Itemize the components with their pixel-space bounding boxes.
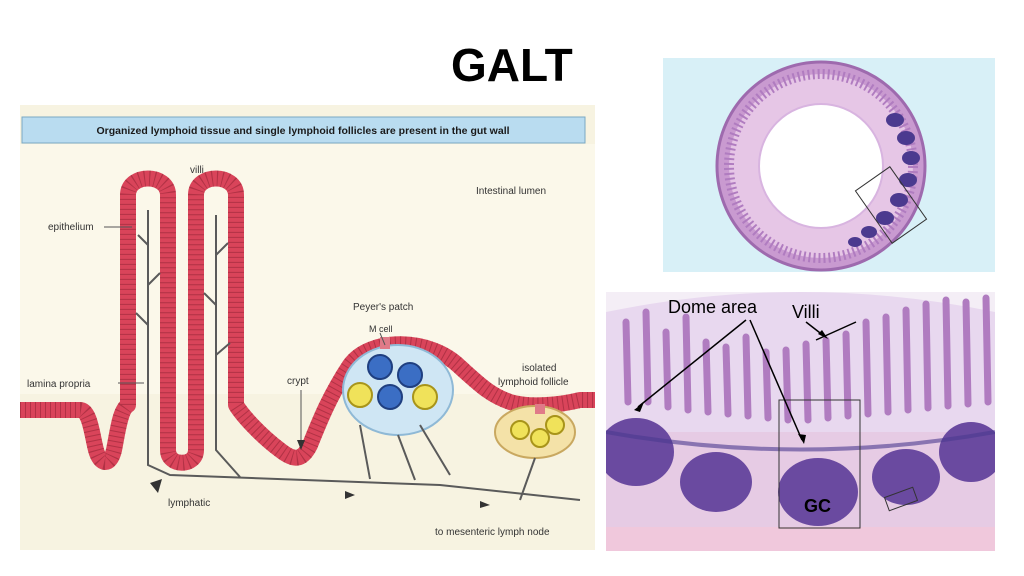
nodule-c — [778, 458, 858, 526]
isolated-follicle-nodule-3 — [545, 415, 565, 435]
lymphatic-twigs — [135, 234, 231, 356]
villus-18 — [962, 298, 972, 408]
nodule-6 — [876, 211, 894, 225]
villi-arrowhead — [818, 330, 828, 339]
villus-12 — [842, 330, 852, 420]
galt-diagram-svg: Organized lymphoid tissue and single lym… — [20, 105, 595, 550]
lymphatic-vessels — [135, 210, 581, 501]
nodule-7 — [861, 226, 877, 238]
nodule-d — [872, 449, 940, 505]
villus-13 — [862, 318, 872, 418]
label-lamina-propria: lamina propria — [27, 379, 91, 390]
villus-3 — [662, 328, 672, 411]
label-dome-area: Dome area — [668, 297, 758, 317]
villus-10 — [802, 340, 812, 424]
flow-arrow-2 — [345, 491, 355, 499]
histology-cross-section — [663, 58, 995, 272]
villus-7 — [742, 333, 752, 420]
villus-11 — [822, 336, 832, 422]
m-cell-marker — [380, 337, 390, 349]
mucosa — [606, 292, 995, 442]
label-lymphoid-follicle: lymphoid follicle — [498, 377, 569, 388]
follicle-yellow-1 — [347, 382, 373, 408]
isolated-follicle-nodule-1 — [510, 420, 530, 440]
histology-cross-section-svg — [663, 58, 995, 272]
villi-strands — [622, 294, 992, 424]
slide-title: GALT — [451, 39, 573, 91]
lumen-area — [20, 144, 595, 394]
lymphatic-branch-1 — [215, 215, 241, 478]
muscularis — [606, 527, 995, 551]
nodule-3 — [902, 151, 920, 165]
dome-band — [605, 430, 996, 452]
histology-zoom: Dome area Villi GC — [598, 292, 1003, 551]
intestine-lumen — [758, 103, 884, 229]
leader-lines — [104, 226, 386, 440]
villus-16 — [922, 300, 932, 412]
diagram-banner — [21, 116, 586, 144]
villus-4 — [682, 313, 692, 414]
villus-17 — [942, 296, 952, 410]
label-isolated: isolated — [522, 363, 556, 374]
follicle-yellow-2 — [412, 384, 438, 410]
villus-1 — [622, 318, 632, 406]
flow-arrow-1 — [150, 479, 162, 493]
arrow-heads — [634, 330, 828, 444]
leader-m-cell — [379, 332, 386, 346]
label-epithelium: epithelium — [48, 222, 94, 233]
histology-zoom-svg: Dome area Villi GC — [598, 292, 1003, 551]
flow-arrow-3 — [480, 501, 490, 508]
label-peyers-patch: Peyer's patch — [353, 302, 413, 313]
villus-5 — [702, 338, 712, 416]
villus-2 — [642, 308, 652, 406]
villus-14 — [882, 313, 892, 416]
patch-lymphatics — [359, 424, 451, 481]
nodule-1 — [886, 113, 904, 127]
villus-8 — [762, 348, 772, 422]
follicle-lymphatic — [519, 457, 536, 501]
nodule-4 — [899, 173, 917, 187]
small-zoom-box — [883, 486, 919, 512]
zoom-box — [854, 166, 928, 244]
nodule-8 — [848, 237, 862, 247]
label-m-cell: M cell — [369, 324, 393, 334]
follicle-blue-2 — [397, 362, 423, 388]
gc-zoom-box — [778, 399, 861, 529]
lymphatic-main — [147, 210, 581, 501]
nodule-2 — [897, 131, 915, 145]
label-intestinal-lumen: Intestinal lumen — [476, 186, 546, 197]
dome-arrowhead-2 — [798, 434, 806, 444]
diagram-banner-text: Organized lymphoid tissue and single lym… — [96, 125, 509, 137]
label-lymphatic: lymphatic — [168, 498, 210, 509]
galt-diagram: Organized lymphoid tissue and single lym… — [20, 105, 595, 550]
dome-arrowhead-1 — [634, 402, 644, 412]
villus-19 — [982, 294, 992, 406]
villi-pointer-line — [815, 321, 857, 341]
villus-6 — [722, 343, 732, 418]
flow-arrows — [150, 440, 490, 508]
label-villi: villi — [190, 165, 204, 176]
epithelium-band — [20, 170, 595, 471]
follicle-blue-3 — [377, 384, 403, 410]
label-mesenteric: to mesenteric lymph node — [435, 527, 550, 538]
villus-15 — [902, 306, 912, 414]
nodule-5 — [890, 193, 908, 207]
isolated-m-cell — [535, 404, 545, 414]
label-gc: GC — [804, 496, 831, 516]
dome-arrow-2 — [749, 319, 803, 441]
label-crypt: crypt — [287, 376, 309, 387]
nodule-b — [680, 452, 752, 512]
label-villi-histo: Villi — [792, 302, 820, 322]
follicle-blue-1 — [367, 354, 393, 380]
isolated-follicle-nodule-2 — [530, 428, 550, 448]
villus-9 — [782, 346, 792, 424]
dome-arrow-1 — [637, 319, 747, 408]
peyers-patch-nodules — [848, 113, 920, 247]
crypt-arrow — [297, 440, 305, 450]
annotation-arrows — [637, 319, 857, 441]
